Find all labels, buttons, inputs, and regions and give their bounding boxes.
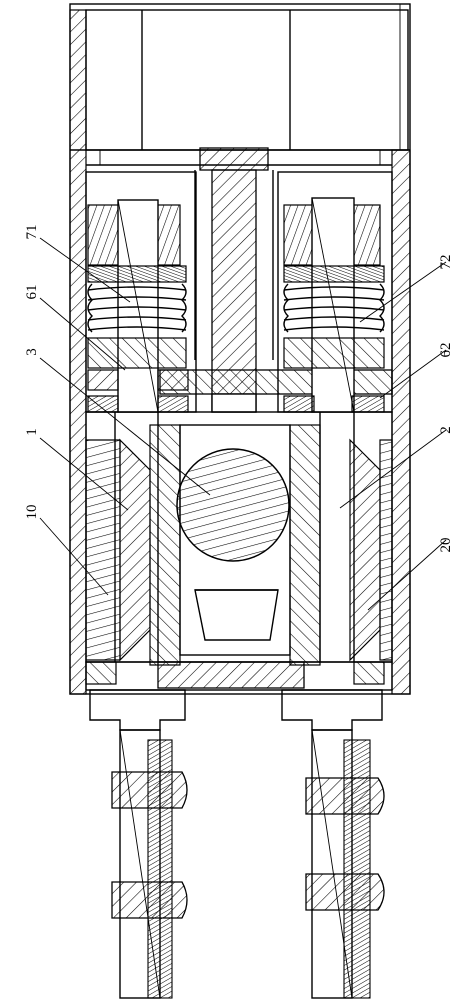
label-72: 72	[438, 255, 454, 270]
shaft-foot	[211, 393, 257, 413]
label-62: 62	[438, 343, 454, 358]
callouts: 71 61 3 1 10 72 62 2 20	[24, 225, 454, 553]
label-20: 20	[438, 538, 454, 553]
base-block	[157, 661, 305, 689]
right-clamp-lower	[305, 873, 385, 911]
leader-lines	[39, 237, 447, 611]
spring-71	[87, 283, 187, 333]
label-2: 2	[438, 426, 454, 434]
label-61: 61	[24, 285, 40, 300]
right-output-rod	[281, 689, 385, 999]
label-3: 3	[24, 348, 40, 356]
right-clamp-upper	[305, 777, 385, 815]
cross-bar	[159, 369, 393, 395]
left-clamp-lower	[111, 881, 188, 919]
cam-3	[176, 448, 290, 562]
lower-chamber	[85, 411, 393, 666]
left-clamp-upper	[111, 771, 188, 809]
left-output-rod	[89, 689, 188, 999]
label-10: 10	[24, 505, 40, 520]
label-71: 71	[24, 225, 40, 240]
spring-72	[283, 283, 385, 333]
label-1: 1	[24, 428, 40, 436]
outer-housing	[69, 3, 411, 695]
